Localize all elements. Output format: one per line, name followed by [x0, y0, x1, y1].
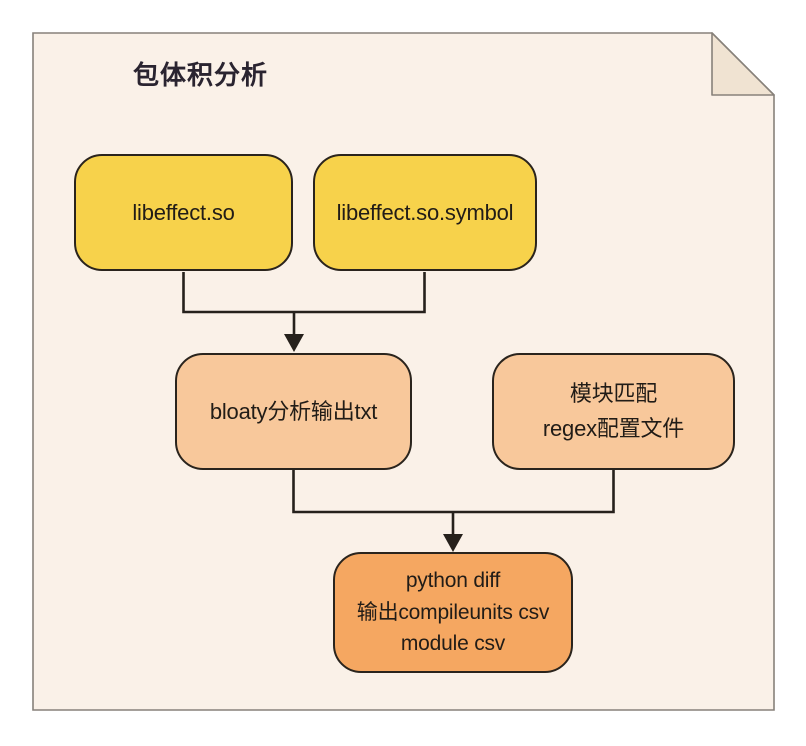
connector-merge-bottom: [292, 470, 615, 514]
node-bloaty-output: bloaty分析输出txt: [175, 353, 412, 470]
node-libeffect-so: libeffect.so: [74, 154, 293, 271]
arrow-to-bloaty-head-icon: [284, 334, 304, 352]
node-libeffect-so-label: libeffect.so: [132, 200, 235, 225]
node-python-diff-line3: module csv: [400, 632, 506, 656]
arrow-to-python-head-icon: [443, 534, 463, 552]
node-regex-config: 模块匹配 regex配置文件: [492, 353, 735, 470]
node-libeffect-so-symbol-label: libeffect.so.symbol: [336, 200, 514, 225]
node-python-diff-line2: 输出compileunits csv: [356, 600, 550, 624]
node-regex-config-line1: 模块匹配: [569, 381, 658, 407]
node-python-diff-line1: python diff: [405, 569, 501, 593]
node-bloaty-output-label: bloaty分析输出txt: [209, 399, 378, 424]
node-python-diff: python diff 输出compileunits csv module cs…: [333, 552, 573, 673]
node-libeffect-so-symbol: libeffect.so.symbol: [313, 154, 537, 271]
diagram-title: 包体积分析: [133, 60, 269, 90]
node-regex-config-line2: regex配置文件: [542, 415, 685, 441]
note-folded-corner: [711, 32, 775, 96]
connector-merge-top: [182, 272, 426, 314]
